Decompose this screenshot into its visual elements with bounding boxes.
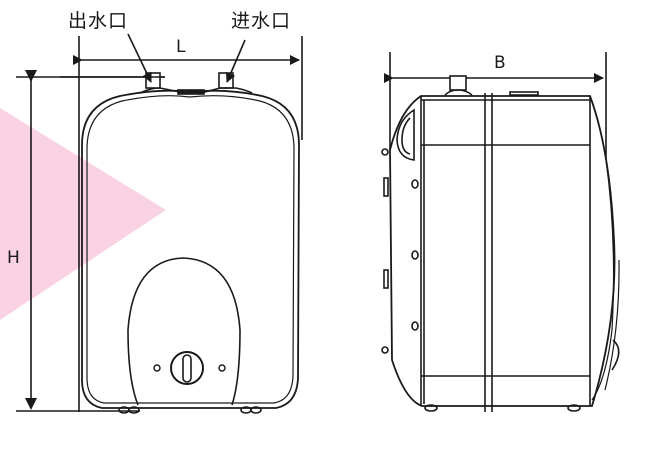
side-view <box>381 52 620 412</box>
outlet-leader-arrow <box>127 33 152 83</box>
depth-dimension-label: B <box>494 53 506 73</box>
width-dimension-label: L <box>176 37 186 57</box>
inlet-label: 进水口 <box>231 10 292 32</box>
pink-triangle-decoration <box>0 108 166 320</box>
outlet-label: 出水口 <box>68 10 129 32</box>
inlet-leader-arrow <box>225 39 246 83</box>
height-dimension-label: H <box>7 248 20 268</box>
